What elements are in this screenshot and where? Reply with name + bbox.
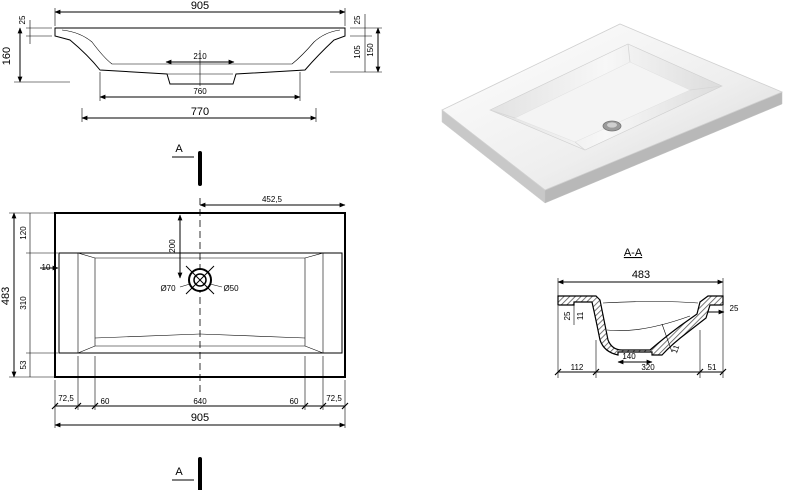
side-view: 905 25 160 25 105 150 210 760 770 <box>1 0 382 122</box>
dim-half-width: 452,5 <box>262 195 283 204</box>
dim-basin-depth: 310 <box>19 296 28 310</box>
dim-left-margin: 72,5 <box>58 394 74 403</box>
dim-basin-outer: 770 <box>191 106 209 118</box>
dim-total-width: 905 <box>191 0 209 12</box>
section-profile <box>557 295 724 356</box>
section-label-bottom: A <box>175 466 183 478</box>
plan-view: Ø70 Ø50 452,5 200 483 120 310 53 10 72,5 <box>0 195 349 428</box>
section-view: A-A 483 25 11 25 11 140 112 320 51 <box>554 247 739 378</box>
dim-total-height: 160 <box>1 47 13 65</box>
dim-right-a: 25 <box>353 15 362 24</box>
dim-drain-inner: Ø50 <box>223 284 239 293</box>
dim-left-slope: 60 <box>101 397 110 406</box>
section-marker-top: A <box>172 143 202 186</box>
side-view-outline <box>54 27 346 85</box>
dim-back-margin: 120 <box>19 226 28 240</box>
dim-section-drain: 140 <box>622 352 636 361</box>
section-label-top: A <box>175 143 183 155</box>
dim-plan-total-width: 905 <box>191 412 209 424</box>
dim-top-thickness: 25 <box>18 15 27 24</box>
dim-section-back: 112 <box>571 363 584 372</box>
dim-side-gap: 10 <box>42 263 51 272</box>
dim-section-right: 25 <box>730 304 739 313</box>
dim-basin-inner: 760 <box>193 87 207 96</box>
dim-drain-offset: 200 <box>168 239 177 253</box>
sink-3d-render <box>441 23 784 204</box>
section-marker-bottom: A <box>172 457 202 490</box>
dim-section-wall: 11 <box>576 311 585 320</box>
dim-basin-width: 640 <box>193 397 207 406</box>
dim-front-margin: 53 <box>19 360 28 369</box>
dim-plan-depth: 483 <box>0 287 12 305</box>
dim-section-depth: 483 <box>632 269 650 281</box>
dim-right-slope: 60 <box>290 397 299 406</box>
dim-section-top: 25 <box>563 311 572 320</box>
dim-section-wall-bottom: 11 <box>670 343 681 354</box>
dim-section-front: 51 <box>708 363 717 372</box>
dim-drain-outer: Ø70 <box>160 284 176 293</box>
dim-section-basin: 320 <box>641 363 655 372</box>
dim-right-margin: 72,5 <box>326 394 342 403</box>
dim-right-c: 150 <box>366 43 375 57</box>
dim-right-b: 105 <box>353 45 362 59</box>
drain-symbol <box>185 265 215 295</box>
section-title: A-A <box>624 247 643 259</box>
